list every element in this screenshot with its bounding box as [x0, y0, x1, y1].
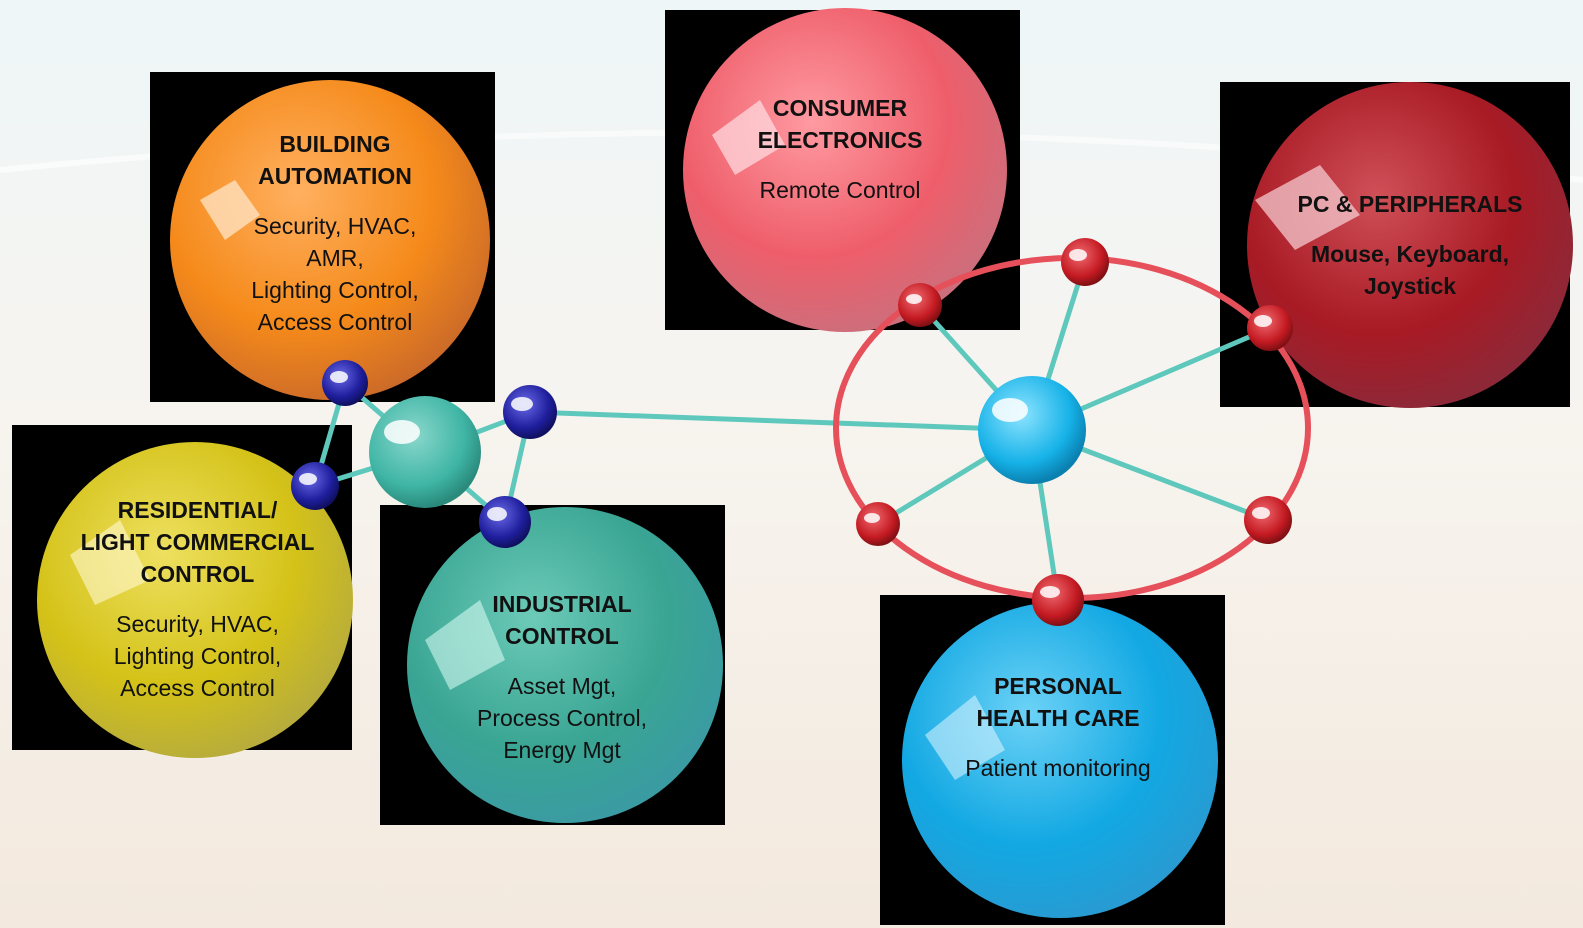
star-end-node: [1061, 238, 1109, 286]
residential-control-desc: Security, HVAC, Lighting Control, Access…: [113, 611, 282, 701]
pc-peripherals-label: PC & PERIPHERALS Mouse, Keyboard, Joysti…: [1270, 188, 1550, 302]
mesh-router-node: [503, 385, 557, 439]
industrial-control-desc: Asset Mgt, Process Control, Energy Mgt: [476, 673, 647, 763]
star-coordinator-node: [978, 376, 1086, 484]
highlight-glint: [70, 520, 150, 605]
star-end-node: [898, 283, 942, 327]
industrial-control-label: INDUSTRIAL CONTROL Asset Mgt, Process Co…: [447, 588, 677, 766]
highlight-glint: [1255, 165, 1360, 250]
building-automation-label: BUILDING AUTOMATION Security, HVAC, AMR,…: [200, 128, 470, 338]
pc-peripherals-title: PC & PERIPHERALS: [1297, 191, 1523, 217]
consumer-electronics-label: CONSUMER ELECTRONICS Remote Control: [720, 92, 960, 206]
highlight-glint: [200, 180, 260, 240]
highlight-glint: [425, 600, 505, 690]
mesh-router-node: [322, 360, 368, 406]
industrial-control-title: INDUSTRIAL CONTROL: [492, 591, 632, 649]
personal-health-care-desc: Patient monitoring: [965, 755, 1151, 781]
star-end-node: [1247, 305, 1293, 351]
building-automation-sphere: [150, 72, 495, 402]
consumer-electronics-desc: Remote Control: [759, 177, 921, 203]
residential-control-title: RESIDENTIAL/ LIGHT COMMERCIAL CONTROL: [80, 497, 315, 587]
building-automation-title: BUILDING AUTOMATION: [258, 131, 412, 189]
highlight-glint: [925, 695, 1005, 780]
personal-health-care-sphere: [880, 595, 1225, 925]
mesh-router-node: [479, 496, 531, 548]
highlight-glint: [712, 100, 785, 175]
industrial-control-sphere: [380, 505, 725, 825]
star-end-node: [856, 502, 900, 546]
star-end-node: [1244, 496, 1292, 544]
pc-peripherals-desc: Mouse, Keyboard, Joystick: [1310, 241, 1510, 299]
mesh-router-node: [291, 462, 339, 510]
building-automation-desc: Security, HVAC, AMR, Lighting Control, A…: [251, 213, 419, 335]
mesh-coordinator-node: [369, 396, 481, 508]
consumer-electronics-title: CONSUMER ELECTRONICS: [757, 95, 923, 153]
pc-peripherals-sphere: [1220, 82, 1573, 408]
residential-control-label: RESIDENTIAL/ LIGHT COMMERCIAL CONTROL Se…: [50, 494, 345, 704]
personal-health-care-label: PERSONAL HEALTH CARE Patient monitoring: [938, 670, 1178, 784]
personal-health-care-title: PERSONAL HEALTH CARE: [976, 673, 1140, 731]
star-end-node: [1032, 574, 1084, 626]
